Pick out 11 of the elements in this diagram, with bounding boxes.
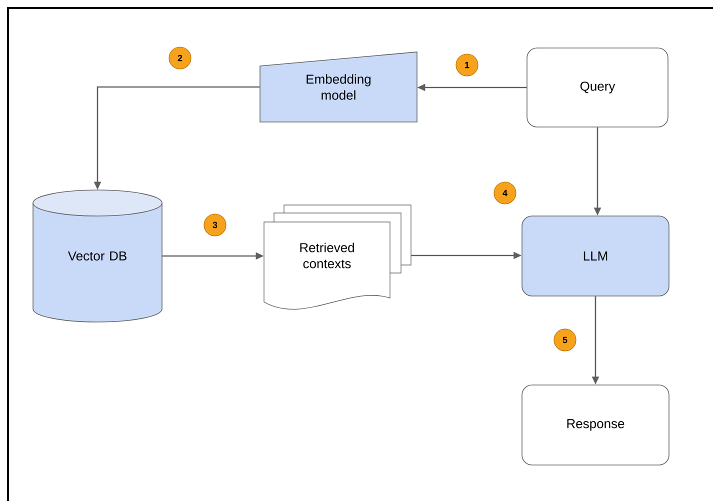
callout-number: 3: [204, 214, 226, 236]
callout-number: 5: [554, 328, 576, 352]
process-box: Response: [522, 384, 670, 466]
model-trapezoid: Embedding model: [260, 52, 418, 122]
document-stack: Retrieved contexts: [264, 204, 412, 310]
callout-number: 4: [494, 182, 516, 204]
process-box: Query: [526, 48, 668, 128]
database-cylinder: Vector DB: [32, 190, 162, 322]
callout-number: 1: [456, 54, 478, 76]
process-box: LLM: [522, 216, 670, 296]
callout-number: 2: [168, 46, 192, 70]
